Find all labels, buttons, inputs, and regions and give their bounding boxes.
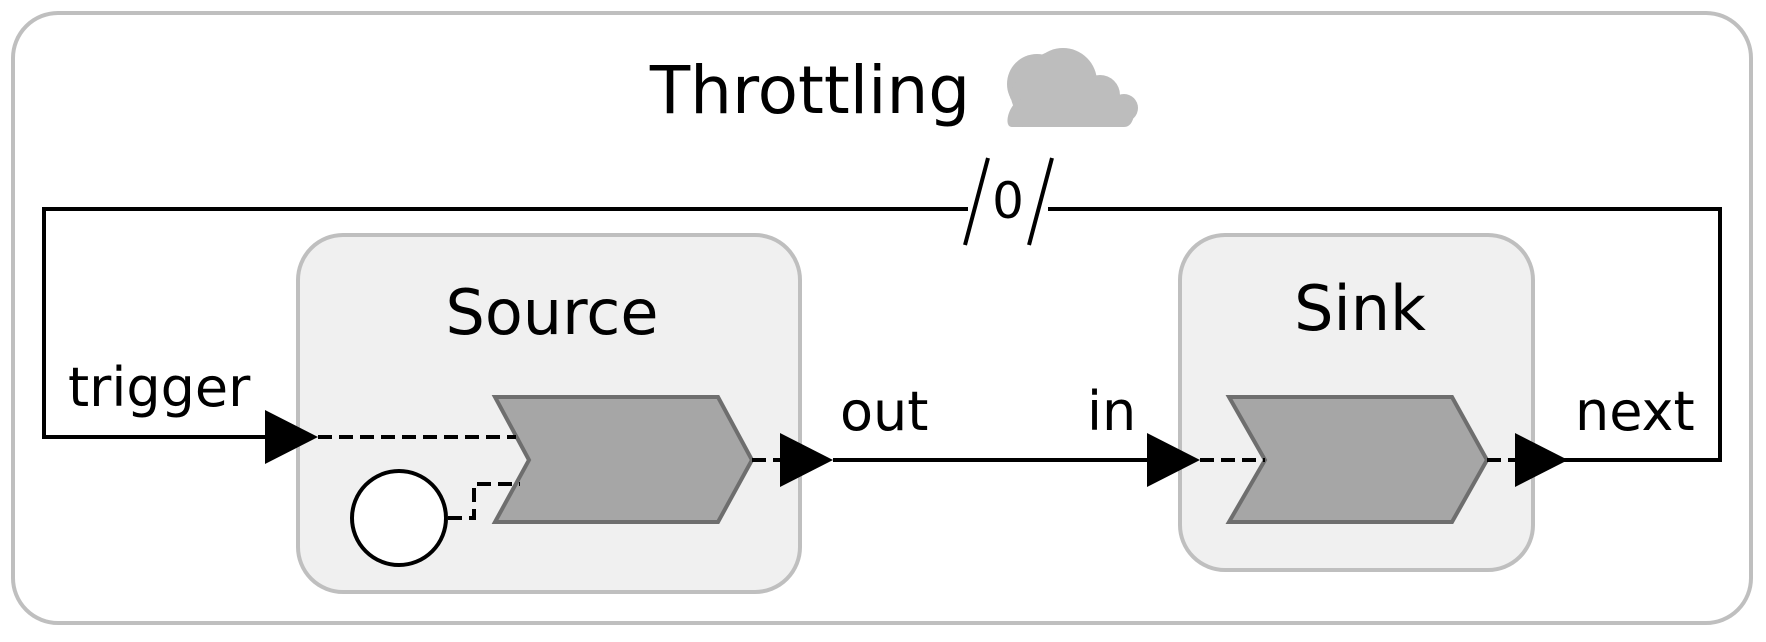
port-label-next: next <box>1575 380 1695 443</box>
out-arrowhead <box>780 433 833 487</box>
state-dashed-link <box>448 482 520 520</box>
source-state-circle <box>350 469 448 567</box>
cloud-icon <box>1007 48 1138 127</box>
source-node-title: Source <box>446 276 659 349</box>
counter-slash-right <box>1027 157 1054 246</box>
feedback-counter: 0 <box>992 172 1024 230</box>
trigger-arrowhead <box>265 410 318 464</box>
diagram-title: Throttling <box>649 52 970 129</box>
in-arrowhead <box>1147 433 1200 487</box>
port-label-in: in <box>1087 380 1136 443</box>
next-arrowhead <box>1515 433 1568 487</box>
sink-chevron[interactable] <box>1225 395 1490 524</box>
port-label-trigger: trigger <box>68 356 251 419</box>
sink-node-title: Sink <box>1294 272 1426 345</box>
source-chevron[interactable] <box>491 395 755 524</box>
port-label-out: out <box>840 380 928 443</box>
feedback-loop-line <box>42 207 1722 462</box>
counter-slash-left <box>963 157 990 246</box>
